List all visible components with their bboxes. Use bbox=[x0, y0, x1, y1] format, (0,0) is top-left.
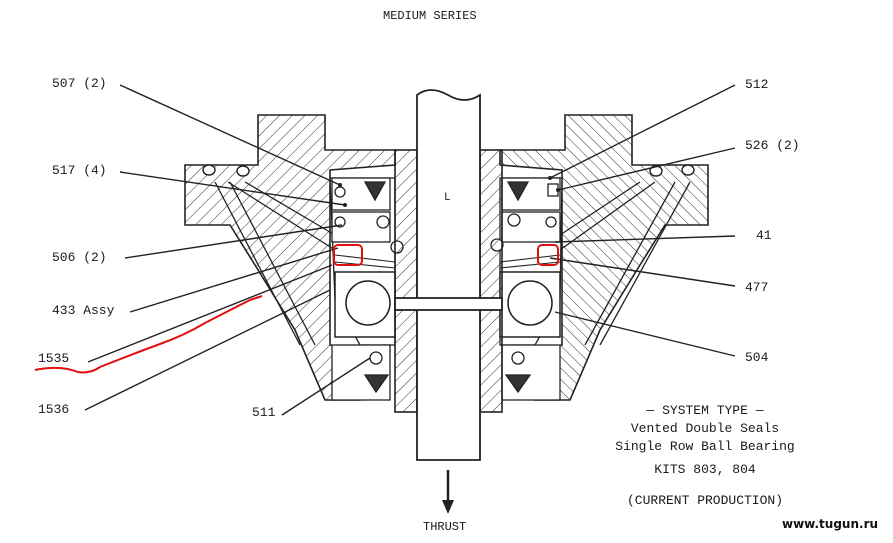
label-477: 477 bbox=[745, 280, 769, 295]
label-41: 41 bbox=[756, 228, 772, 243]
label-507: 507 (2) bbox=[52, 76, 107, 91]
label-1535: 1535 bbox=[38, 351, 70, 366]
label-506: 506 (2) bbox=[52, 250, 107, 265]
red-underline-1535 bbox=[34, 295, 263, 374]
seals-left bbox=[331, 177, 404, 401]
system-type-heading: — SYSTEM TYPE — bbox=[646, 403, 764, 418]
system-type-kits: KITS 803, 804 bbox=[654, 462, 756, 477]
label-1536: 1536 bbox=[38, 402, 70, 417]
label-517: 517 (4) bbox=[52, 163, 107, 178]
red-box-left bbox=[333, 244, 363, 266]
system-type-line1: Vented Double Seals bbox=[630, 421, 780, 436]
red-box-right bbox=[537, 244, 559, 266]
vent-passages bbox=[214, 181, 691, 346]
diagram-title: MEDIUM SERIES bbox=[383, 9, 477, 23]
label-526: 526 (2) bbox=[745, 138, 800, 153]
red-highlights bbox=[34, 244, 559, 374]
sleeve bbox=[394, 149, 503, 413]
seals-right bbox=[490, 177, 561, 401]
thrust-arrow-head bbox=[442, 500, 454, 514]
system-type-line2: Single Row Ball Bearing bbox=[615, 439, 795, 454]
inner-lines bbox=[334, 254, 561, 269]
arrowheads bbox=[338, 176, 560, 207]
label-512: 512 bbox=[745, 77, 769, 92]
label-504: 504 bbox=[745, 350, 769, 365]
label-433: 433 Assy bbox=[52, 303, 115, 318]
leader-lines bbox=[84, 84, 736, 416]
watermark: www.tugun.ru bbox=[782, 517, 879, 531]
shaft-centerline-mark: L bbox=[444, 192, 451, 204]
o-rings-top bbox=[202, 164, 695, 177]
shaft bbox=[394, 89, 503, 461]
label-511: 511 bbox=[252, 405, 276, 420]
thrust-label: THRUST bbox=[423, 520, 467, 534]
system-type-production: (CURRENT PRODUCTION) bbox=[626, 493, 784, 508]
